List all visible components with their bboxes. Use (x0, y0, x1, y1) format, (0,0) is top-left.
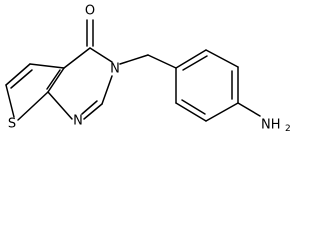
bond-ar5-ar6-double (181, 99, 206, 115)
bond-ar5-ar6 (175, 102, 207, 122)
bond-c2p-n1-double (81, 100, 98, 115)
atom-label-amine-subscript: 2 (285, 124, 291, 134)
bond-ar2-ar3 (205, 49, 239, 68)
bond-ar1-ar2-double (182, 55, 208, 71)
bond-c2-c3 (5, 63, 31, 86)
atom-label-oxygen: O (85, 4, 95, 19)
bond-c3a-c4 (63, 47, 91, 69)
bond-ar4-ar5 (205, 102, 239, 122)
bond-s-c7a (17, 91, 49, 121)
bond-c3-c3a (29, 63, 65, 69)
atom-label-nitrogen-ring: N (110, 62, 120, 77)
atom-label-amine: NH (261, 118, 281, 133)
chemical-structure-diagram: O N N S NH 2 (5, 4, 291, 135)
atom-label-nitrogen-lower: N (73, 114, 83, 129)
bond-s-c2 (5, 84, 15, 118)
bond-ar1-ar2 (175, 49, 207, 69)
bond-c2-c3-double (10, 69, 33, 89)
bond-ch2-aryl (147, 54, 177, 69)
bond-c2p-n1 (83, 103, 103, 120)
bond-c4-n3 (89, 47, 113, 63)
bond-ar4-nh2 (237, 102, 261, 117)
bonds (5, 19, 261, 122)
bond-c3a-c7a-double (46, 69, 61, 90)
bond-n1-c7a (47, 91, 73, 120)
bond-n3-c2p (101, 75, 113, 105)
bond-c3a-c7a (47, 67, 65, 93)
atom-label-sulfur: S (8, 117, 16, 132)
bond-n3-ch2 (119, 54, 149, 65)
atom-labels: O N N S NH 2 (8, 4, 291, 135)
